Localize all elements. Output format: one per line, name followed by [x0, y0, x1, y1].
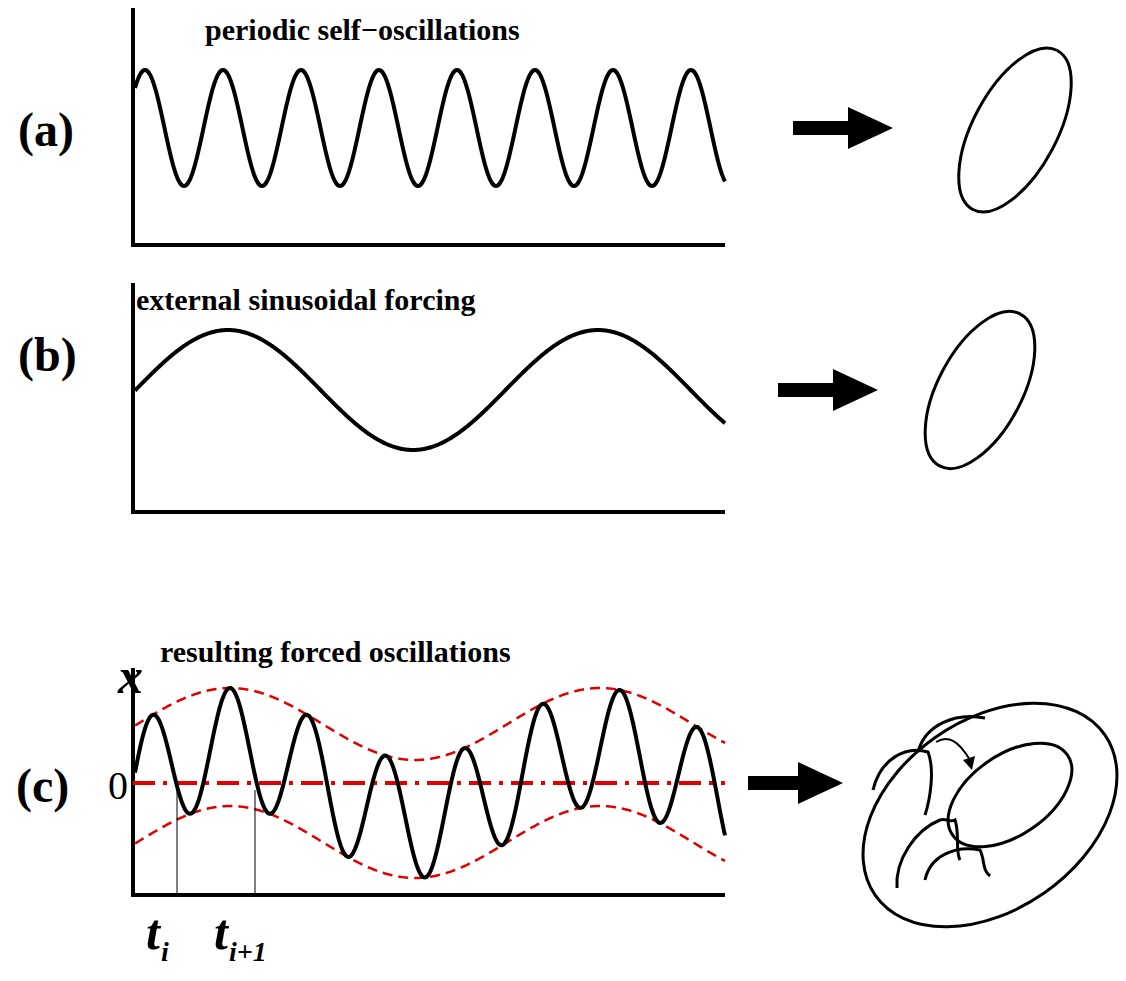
arrow	[778, 369, 878, 411]
time-marker	[255, 790, 256, 895]
axis-c	[133, 668, 725, 895]
torus-arc	[918, 717, 985, 752]
torus-trajectory	[897, 820, 960, 888]
axes	[133, 8, 725, 895]
panel-letter: (a)	[18, 106, 74, 154]
axis-value: 0	[108, 766, 128, 806]
rotation-arrow	[936, 739, 970, 760]
axis-a	[133, 8, 725, 245]
torus-inner	[930, 722, 1091, 868]
arrow	[748, 762, 843, 804]
torus	[821, 657, 1126, 973]
time-subscript: i	[161, 938, 169, 966]
time-symbol: t	[214, 907, 228, 957]
rotation-arrowhead	[963, 756, 975, 770]
torus-section	[873, 750, 931, 815]
panel-letter: (b)	[18, 331, 77, 379]
forcing-curve	[135, 330, 725, 450]
panel-title: external sinusoidal forcing	[136, 285, 475, 315]
zero-line	[133, 781, 725, 785]
panel-title: periodic self−oscillations	[205, 15, 520, 45]
arrow	[793, 107, 893, 149]
big-arrows	[748, 107, 893, 804]
forced-oscillation-curve	[135, 688, 725, 877]
axis-b	[133, 283, 725, 512]
time-symbol: t	[146, 907, 160, 957]
panel-letter: (c)	[16, 762, 69, 810]
limit-cycle	[936, 31, 1095, 229]
time-marker	[177, 790, 178, 895]
panel-title: resulting forced oscillations	[160, 637, 511, 667]
torus-outer	[821, 657, 1126, 973]
time-subscript: i+1	[229, 938, 267, 966]
axis-name: x	[118, 651, 143, 701]
torus-trajectory	[925, 849, 990, 880]
self-oscillation-curve	[135, 70, 725, 186]
forcing-cycle	[903, 294, 1058, 485]
